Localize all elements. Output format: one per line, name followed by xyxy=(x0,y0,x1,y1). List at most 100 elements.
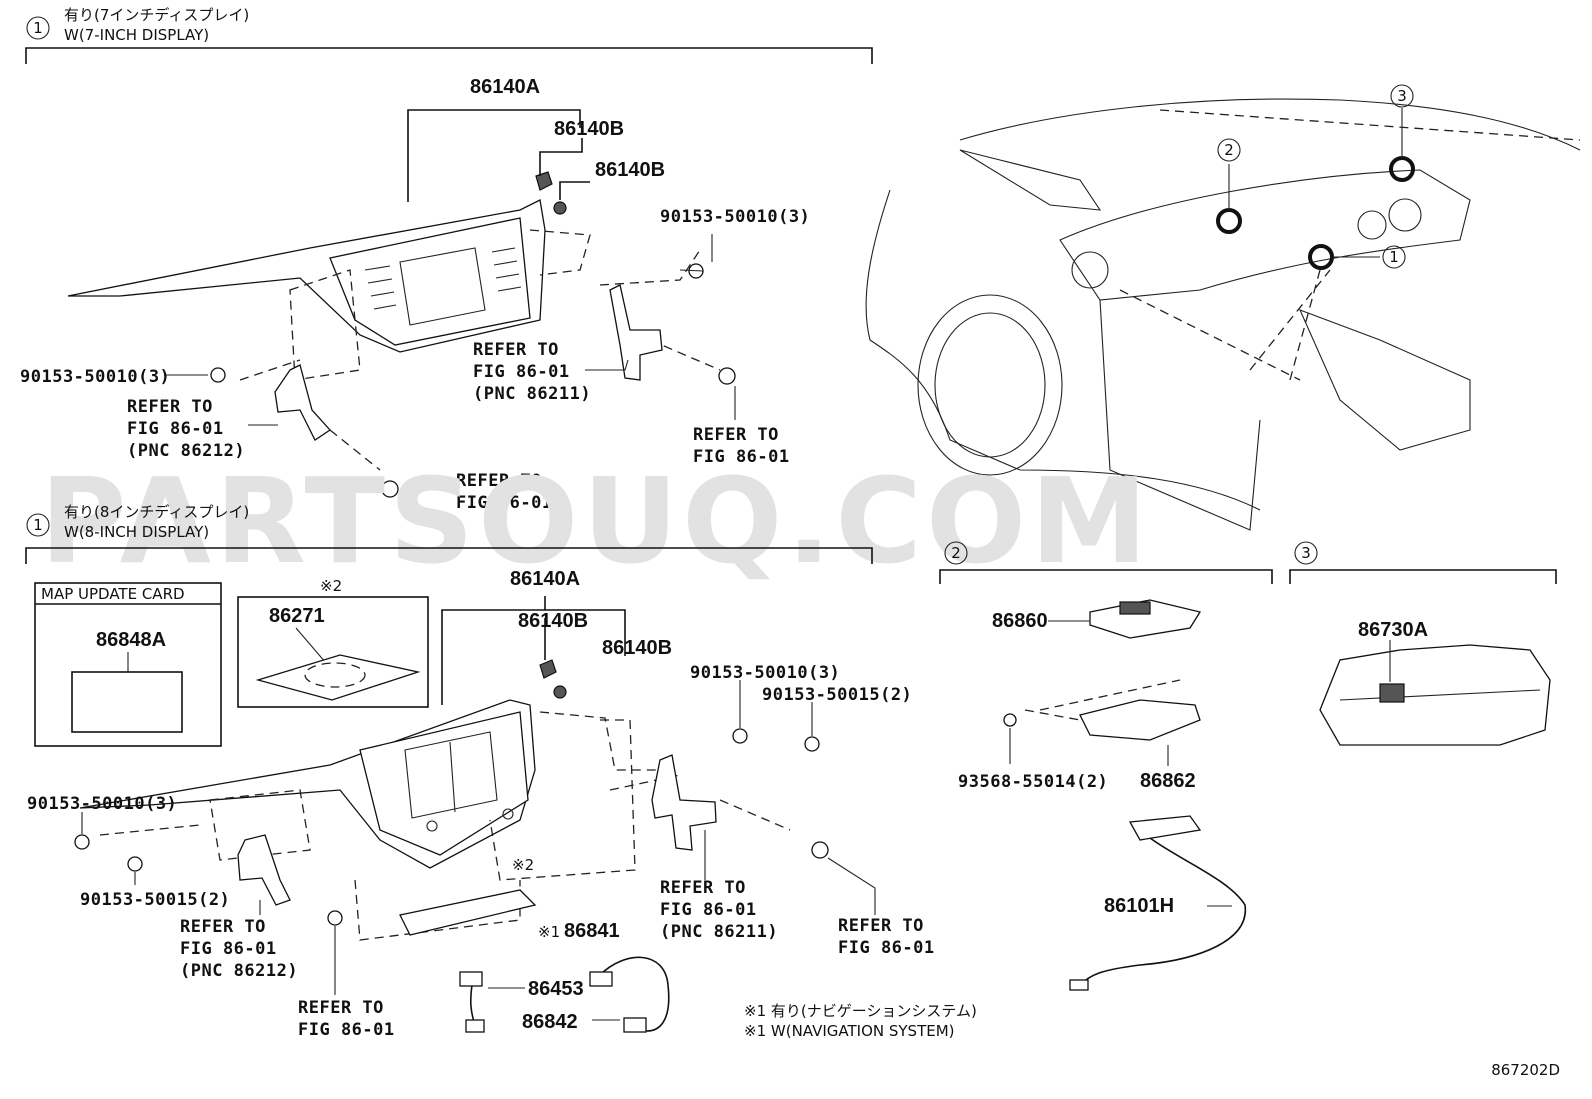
part-86860-illustration xyxy=(1089,599,1202,639)
car-dashboard xyxy=(1059,169,1471,301)
dashed-outline xyxy=(609,774,791,831)
bolt-icon xyxy=(127,856,143,872)
leader-86140B-1 xyxy=(539,138,583,176)
marker-number: 3 xyxy=(1397,87,1407,105)
dashed-outline xyxy=(1024,709,1081,721)
figure-code: 867202D xyxy=(1491,1061,1560,1079)
connector-icon xyxy=(589,971,613,987)
bracket-left xyxy=(274,364,331,441)
part-number-86140B: 86140B xyxy=(554,118,624,140)
screen-divider xyxy=(449,741,456,813)
connector-icon xyxy=(465,1019,485,1033)
leader-bolt xyxy=(739,680,813,736)
car-vent xyxy=(1071,251,1109,289)
refer-text: REFER TO xyxy=(456,471,542,491)
disc-case-illustration xyxy=(255,654,421,701)
refer-text: REFER TO xyxy=(180,917,266,937)
section-title-jp: 有り(8インチディスプレイ) xyxy=(64,503,249,521)
display-unit xyxy=(329,217,531,346)
bolt-icon xyxy=(804,736,820,752)
section-bracket xyxy=(939,569,1273,584)
leader-86140A xyxy=(407,109,581,202)
bolt-part-number: 90153-50015(2) xyxy=(80,890,230,910)
leader-ref xyxy=(585,359,629,371)
connector-icon xyxy=(459,971,483,987)
refer-text: FIG 86-01 xyxy=(838,938,935,958)
part-86862-illustration xyxy=(1079,699,1201,741)
refer-text: REFER TO xyxy=(127,397,213,417)
part-number-86140B: 86140B xyxy=(595,159,665,181)
part-number-86730A: 86730A xyxy=(1358,619,1428,641)
bolt-icon xyxy=(1003,713,1017,727)
car-gauge xyxy=(1357,210,1387,240)
bolt-part-number: 90153-50010(3) xyxy=(660,207,810,227)
note-mark: ※1 xyxy=(538,923,560,941)
part-number-86860: 86860 xyxy=(992,610,1048,632)
section-3: 3 86730A xyxy=(1289,541,1557,746)
section-marker-number: 1 xyxy=(33,516,43,534)
bolt-part-number: 90153-50010(3) xyxy=(690,663,840,683)
section-8inch: 1 有り(8インチディスプレイ) W(8-INCH DISPLAY) MAP U… xyxy=(25,503,977,1040)
car-roof-line xyxy=(959,98,1581,151)
dashed-outline xyxy=(239,359,301,381)
car-wheel xyxy=(917,294,1063,476)
refer-text: FIG 86-01 xyxy=(473,362,570,382)
car-console xyxy=(1298,309,1471,451)
leader-bolt xyxy=(81,812,136,885)
car-gauge xyxy=(1388,198,1422,232)
section-bracket xyxy=(25,547,873,564)
dashed-outline xyxy=(599,249,701,286)
part-number-86101H: 86101H xyxy=(1104,895,1174,917)
knob-icon xyxy=(426,820,438,832)
section-bracket xyxy=(1289,569,1557,584)
knob-icon xyxy=(502,808,514,820)
part-number-86271: 86271 xyxy=(269,605,325,627)
harness-connector xyxy=(1128,815,1202,841)
section-marker-number: 3 xyxy=(1301,544,1311,562)
car-body-outline xyxy=(865,189,1261,511)
trim-detail xyxy=(1339,689,1541,701)
part-number-86841: 86841 xyxy=(564,920,620,942)
section-marker-circle xyxy=(26,513,50,537)
location-target xyxy=(1308,244,1334,270)
refer-text: (PNC 86212) xyxy=(180,961,298,981)
clip-86140B-1 xyxy=(535,171,553,191)
connector-icon xyxy=(623,1017,647,1033)
clip-86140B-2 xyxy=(553,201,567,215)
footnote-en: ※1 W(NAVIGATION SYSTEM) xyxy=(744,1022,955,1040)
display-buttons xyxy=(364,247,522,310)
leader-bolt xyxy=(679,234,713,272)
bolt-icon xyxy=(210,367,226,383)
refer-text: FIG 86-01 xyxy=(127,419,224,439)
watermark: PARTSOUQ.COM xyxy=(40,452,1152,590)
part-number-86140B: 86140B xyxy=(518,610,588,632)
leader xyxy=(295,627,327,664)
bolt-icon xyxy=(327,910,343,926)
marker-number: 1 xyxy=(1389,248,1399,266)
bolt-icon xyxy=(718,367,736,385)
marker-circle xyxy=(1390,84,1414,108)
dashed-outline xyxy=(99,824,201,836)
module-icon xyxy=(1379,683,1405,703)
marker-number: 2 xyxy=(1224,141,1234,159)
section-marker-circle xyxy=(26,16,50,40)
refer-text: (PNC 86212) xyxy=(127,441,245,461)
clip-86140B-2 xyxy=(553,685,567,699)
marker-circle xyxy=(1217,138,1241,162)
car-roof-edge xyxy=(1159,109,1581,141)
refer-text: FIG 86-01 xyxy=(298,1020,395,1040)
leader-86140A xyxy=(441,609,626,705)
map-update-card-box xyxy=(34,582,222,747)
refer-text: FIG 86-01 xyxy=(180,939,277,959)
dashed-outline xyxy=(1249,269,1331,371)
dashed-outline xyxy=(1039,679,1181,711)
bracket-right xyxy=(609,284,663,381)
map-update-card-title: MAP UPDATE CARD xyxy=(41,585,185,603)
section-7inch: 1 有り(7インチディスプレイ) W(7-INCH DISPLAY) xyxy=(20,6,873,513)
dashed-outline xyxy=(649,339,721,371)
dashed-outline xyxy=(529,229,591,276)
cable-86453 xyxy=(469,984,476,1026)
part-number-86842: 86842 xyxy=(522,1011,578,1033)
dashed-outline xyxy=(329,429,381,471)
